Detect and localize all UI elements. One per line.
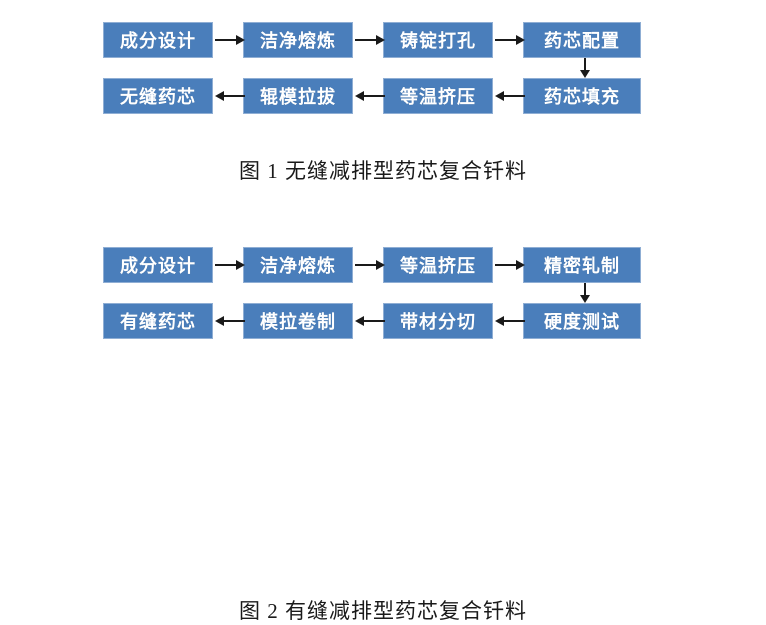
- figure-2-caption: 图 2 有缝减排型药芯复合钎料: [239, 599, 527, 623]
- arrow-shaft: [495, 39, 517, 41]
- arrow-right-icon: [215, 33, 245, 47]
- figure-1-block: 成分设计 洁净熔炼 铸锭打孔 药芯配置 无缝药芯 辊模拉拔 等温挤压 药芯填充: [0, 0, 766, 183]
- arrow-shaft: [223, 95, 245, 97]
- arrow-right-icon: [215, 258, 245, 272]
- figure-1-caption: 图 1 无缝减排型药芯复合钎料: [239, 159, 527, 183]
- process-node-composition-design[interactable]: 成分设计: [103, 247, 213, 283]
- process-node-clean-melting[interactable]: 洁净熔炼: [243, 22, 353, 58]
- arrow-shaft: [363, 320, 385, 322]
- arrow-head: [215, 91, 224, 101]
- arrow-head: [215, 316, 224, 326]
- process-node-isothermal-extrusion[interactable]: 等温挤压: [383, 247, 493, 283]
- process-node-isothermal-extrusion[interactable]: 等温挤压: [383, 78, 493, 114]
- arrow-right-icon: [355, 258, 385, 272]
- arrow-left-icon: [495, 314, 525, 328]
- arrow-left-icon: [495, 89, 525, 103]
- arrow-head: [516, 35, 525, 45]
- arrow-left-icon: [355, 314, 385, 328]
- figure-2-block: 成分设计 洁净熔炼 等温挤压 精密轧制 有缝药芯 模拉卷制 带材分切 硬度测试: [0, 225, 766, 623]
- arrow-head: [236, 260, 245, 270]
- arrow-head: [355, 91, 364, 101]
- arrow-down-icon: [578, 58, 592, 78]
- arrow-shaft: [503, 320, 525, 322]
- process-node-roller-die-drawing[interactable]: 辊模拉拔: [243, 78, 353, 114]
- arrow-down-icon: [578, 283, 592, 303]
- process-node-clean-melting[interactable]: 洁净熔炼: [243, 247, 353, 283]
- process-node-flux-core-filling[interactable]: 药芯填充: [523, 78, 641, 114]
- arrow-shaft: [503, 95, 525, 97]
- arrow-head: [516, 260, 525, 270]
- process-node-seamless-flux-core[interactable]: 无缝药芯: [103, 78, 213, 114]
- process-node-seamed-flux-core[interactable]: 有缝药芯: [103, 303, 213, 339]
- arrow-shaft: [355, 39, 377, 41]
- arrow-left-icon: [355, 89, 385, 103]
- arrow-head: [376, 260, 385, 270]
- arrow-right-icon: [495, 33, 525, 47]
- process-node-die-drawing-coiling[interactable]: 模拉卷制: [243, 303, 353, 339]
- arrow-shaft: [223, 320, 245, 322]
- arrow-left-icon: [215, 314, 245, 328]
- flowchart-1: 成分设计 洁净熔炼 铸锭打孔 药芯配置 无缝药芯 辊模拉拔 等温挤压 药芯填充: [0, 0, 766, 120]
- arrow-head: [495, 91, 504, 101]
- process-node-precision-rolling[interactable]: 精密轧制: [523, 247, 641, 283]
- arrow-shaft: [215, 264, 237, 266]
- arrow-left-icon: [215, 89, 245, 103]
- arrow-right-icon: [355, 33, 385, 47]
- arrow-head: [580, 70, 590, 78]
- arrow-shaft: [363, 95, 385, 97]
- arrow-head: [355, 316, 364, 326]
- arrow-shaft: [355, 264, 377, 266]
- arrow-right-icon: [495, 258, 525, 272]
- process-node-hardness-test[interactable]: 硬度测试: [523, 303, 641, 339]
- arrow-head: [495, 316, 504, 326]
- arrow-head: [376, 35, 385, 45]
- arrow-shaft: [584, 283, 586, 296]
- arrow-shaft: [495, 264, 517, 266]
- flowchart-2: 成分设计 洁净熔炼 等温挤压 精密轧制 有缝药芯 模拉卷制 带材分切 硬度测试: [0, 225, 766, 345]
- arrow-head: [580, 295, 590, 303]
- process-node-flux-core-configuration[interactable]: 药芯配置: [523, 22, 641, 58]
- process-node-composition-design[interactable]: 成分设计: [103, 22, 213, 58]
- arrow-shaft: [584, 58, 586, 71]
- arrow-shaft: [215, 39, 237, 41]
- process-node-ingot-drilling[interactable]: 铸锭打孔: [383, 22, 493, 58]
- arrow-head: [236, 35, 245, 45]
- process-node-strip-slitting[interactable]: 带材分切: [383, 303, 493, 339]
